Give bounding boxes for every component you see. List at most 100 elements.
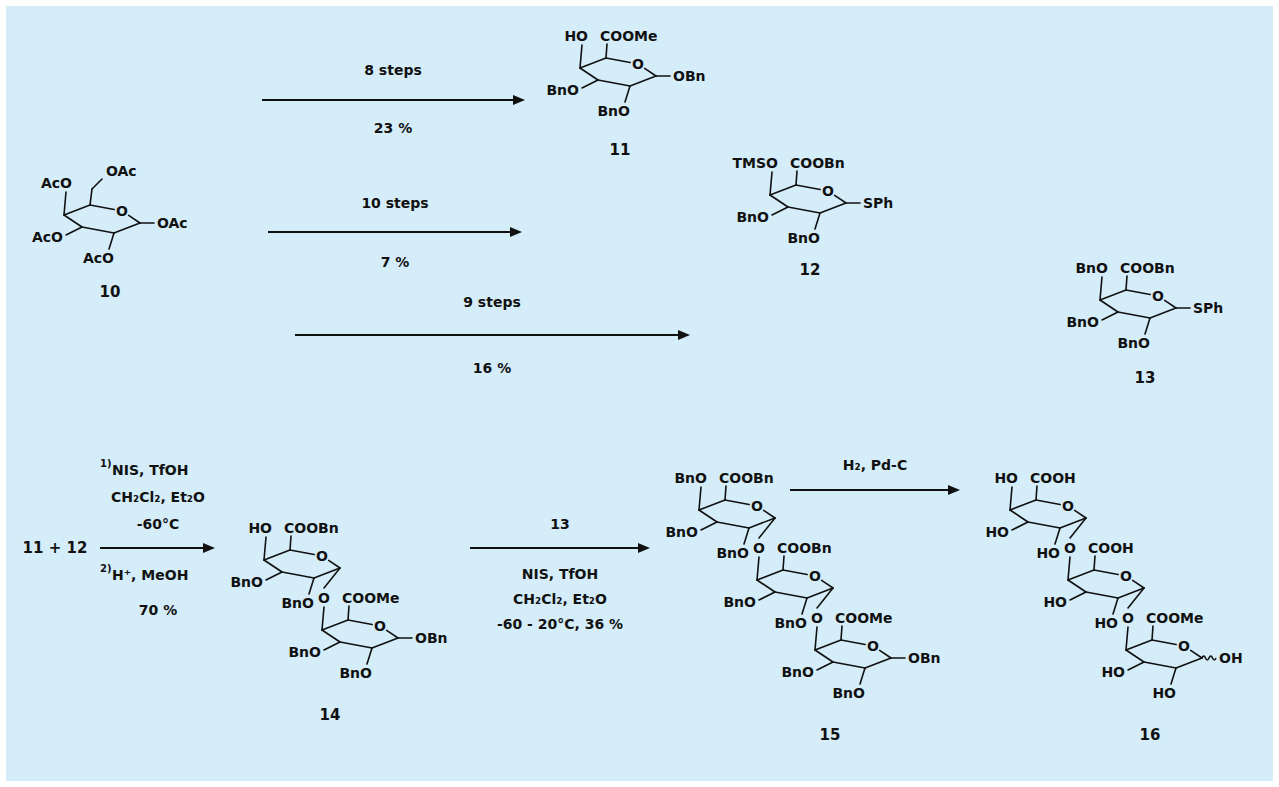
reaction-condition: 8 steps bbox=[364, 63, 422, 77]
bond-line bbox=[891, 657, 905, 659]
atom-label: O bbox=[1120, 569, 1132, 583]
reaction-arrow bbox=[295, 330, 690, 340]
atom-label: BnO bbox=[1066, 315, 1099, 329]
bond-line bbox=[1070, 518, 1086, 538]
bond-line bbox=[1128, 662, 1144, 670]
reaction-arrow bbox=[100, 543, 215, 553]
reaction-condition: 23 % bbox=[374, 121, 412, 135]
bond-line bbox=[264, 550, 290, 560]
bond-line bbox=[725, 500, 749, 505]
bond-line bbox=[835, 195, 846, 203]
bond-line bbox=[1036, 486, 1037, 500]
bond-line bbox=[1113, 598, 1118, 614]
atom-label: COOBn bbox=[777, 541, 832, 555]
bond-line bbox=[656, 75, 670, 77]
arrow-head bbox=[513, 95, 525, 105]
atom-label: OBn bbox=[415, 631, 448, 645]
bond-line bbox=[815, 640, 841, 650]
bond-line bbox=[309, 578, 314, 594]
arrow-head bbox=[510, 227, 522, 237]
bond-line bbox=[699, 500, 725, 510]
reaction-condition: H₂, Pd-C bbox=[843, 458, 907, 472]
reaction-condition: 13 bbox=[550, 517, 569, 531]
bond-line bbox=[606, 58, 630, 63]
bond-line bbox=[757, 557, 759, 580]
bond-line bbox=[264, 537, 266, 560]
bond-line bbox=[1068, 580, 1086, 592]
reaction-arrow bbox=[470, 543, 650, 553]
bond-line bbox=[775, 592, 807, 598]
atom-label: OH bbox=[1219, 651, 1243, 665]
bond-line bbox=[290, 536, 291, 550]
reaction-condition: CH₂Cl₂, Et₂O bbox=[513, 592, 607, 606]
bond-line bbox=[1126, 290, 1150, 295]
bond-line bbox=[92, 179, 102, 189]
bond-line bbox=[109, 233, 114, 249]
bond-line bbox=[114, 223, 140, 233]
compound-number: 15 bbox=[820, 728, 841, 743]
bond-line bbox=[129, 215, 140, 223]
bond-line bbox=[1100, 277, 1102, 300]
bond-line bbox=[1010, 510, 1028, 522]
bond-line bbox=[860, 668, 865, 684]
bond-line bbox=[290, 550, 314, 555]
bond-line bbox=[322, 607, 324, 630]
bond-line bbox=[796, 171, 797, 185]
bond-line bbox=[282, 572, 314, 578]
reaction-condition: 10 steps bbox=[361, 196, 428, 210]
bond-line bbox=[815, 650, 833, 662]
bond-line bbox=[348, 606, 349, 620]
atom-label: COOMe bbox=[600, 29, 658, 43]
bond-line bbox=[1070, 592, 1086, 600]
atom-label: SPh bbox=[1193, 301, 1223, 315]
atom-label: BnO bbox=[339, 666, 372, 680]
atom-label: COOH bbox=[1030, 471, 1076, 485]
atom-label: O bbox=[753, 541, 765, 555]
atom-label: BnO bbox=[674, 471, 707, 485]
reaction-condition: 7 % bbox=[381, 255, 410, 269]
atom-label: O bbox=[867, 639, 879, 653]
compound-number: 12 bbox=[800, 263, 821, 278]
bond-line bbox=[1086, 592, 1118, 598]
background-panel bbox=[6, 6, 1273, 781]
atom-label: O bbox=[116, 204, 128, 218]
atom-label: O bbox=[1062, 499, 1074, 513]
bond-line bbox=[820, 203, 846, 213]
arrow-shaft bbox=[470, 547, 642, 549]
atom-label: BnO bbox=[665, 525, 698, 539]
bond-line bbox=[841, 626, 842, 640]
bond-line bbox=[770, 172, 772, 195]
bond-line bbox=[1176, 307, 1190, 309]
atom-label: BnO bbox=[546, 83, 579, 97]
bond-line bbox=[645, 68, 656, 76]
bond-line bbox=[64, 215, 82, 227]
arrow-shaft bbox=[268, 231, 514, 233]
bond-line bbox=[1176, 658, 1202, 668]
atom-label: AcO bbox=[83, 251, 114, 265]
atom-label: O bbox=[751, 499, 763, 513]
bond-line bbox=[372, 638, 398, 648]
bond-line bbox=[757, 570, 783, 580]
bond-line bbox=[802, 598, 807, 614]
bond-line bbox=[783, 556, 784, 570]
arrow-shaft bbox=[790, 489, 952, 491]
structure-bonds bbox=[64, 44, 1216, 684]
atom-label: SPh bbox=[863, 196, 893, 210]
bond-line bbox=[367, 648, 372, 664]
bond-line bbox=[833, 662, 865, 668]
atom-label: OAc bbox=[157, 216, 188, 230]
compound-number: 13 bbox=[1135, 371, 1156, 386]
atom-label: BnO bbox=[723, 595, 756, 609]
atom-label: BnO bbox=[1075, 261, 1108, 275]
bond-line bbox=[140, 222, 154, 224]
bond-line bbox=[340, 642, 372, 648]
bond-line bbox=[822, 580, 833, 588]
atom-label: OAc bbox=[106, 164, 137, 178]
atom-label: O bbox=[1122, 611, 1134, 625]
bond-line bbox=[1171, 668, 1176, 684]
atom-label: COOMe bbox=[1146, 611, 1204, 625]
atom-label: O bbox=[822, 184, 834, 198]
atom-label: O bbox=[374, 619, 386, 633]
atom-label: BnO bbox=[716, 546, 749, 560]
reaction-condition: NIS, TfOH bbox=[522, 567, 598, 581]
